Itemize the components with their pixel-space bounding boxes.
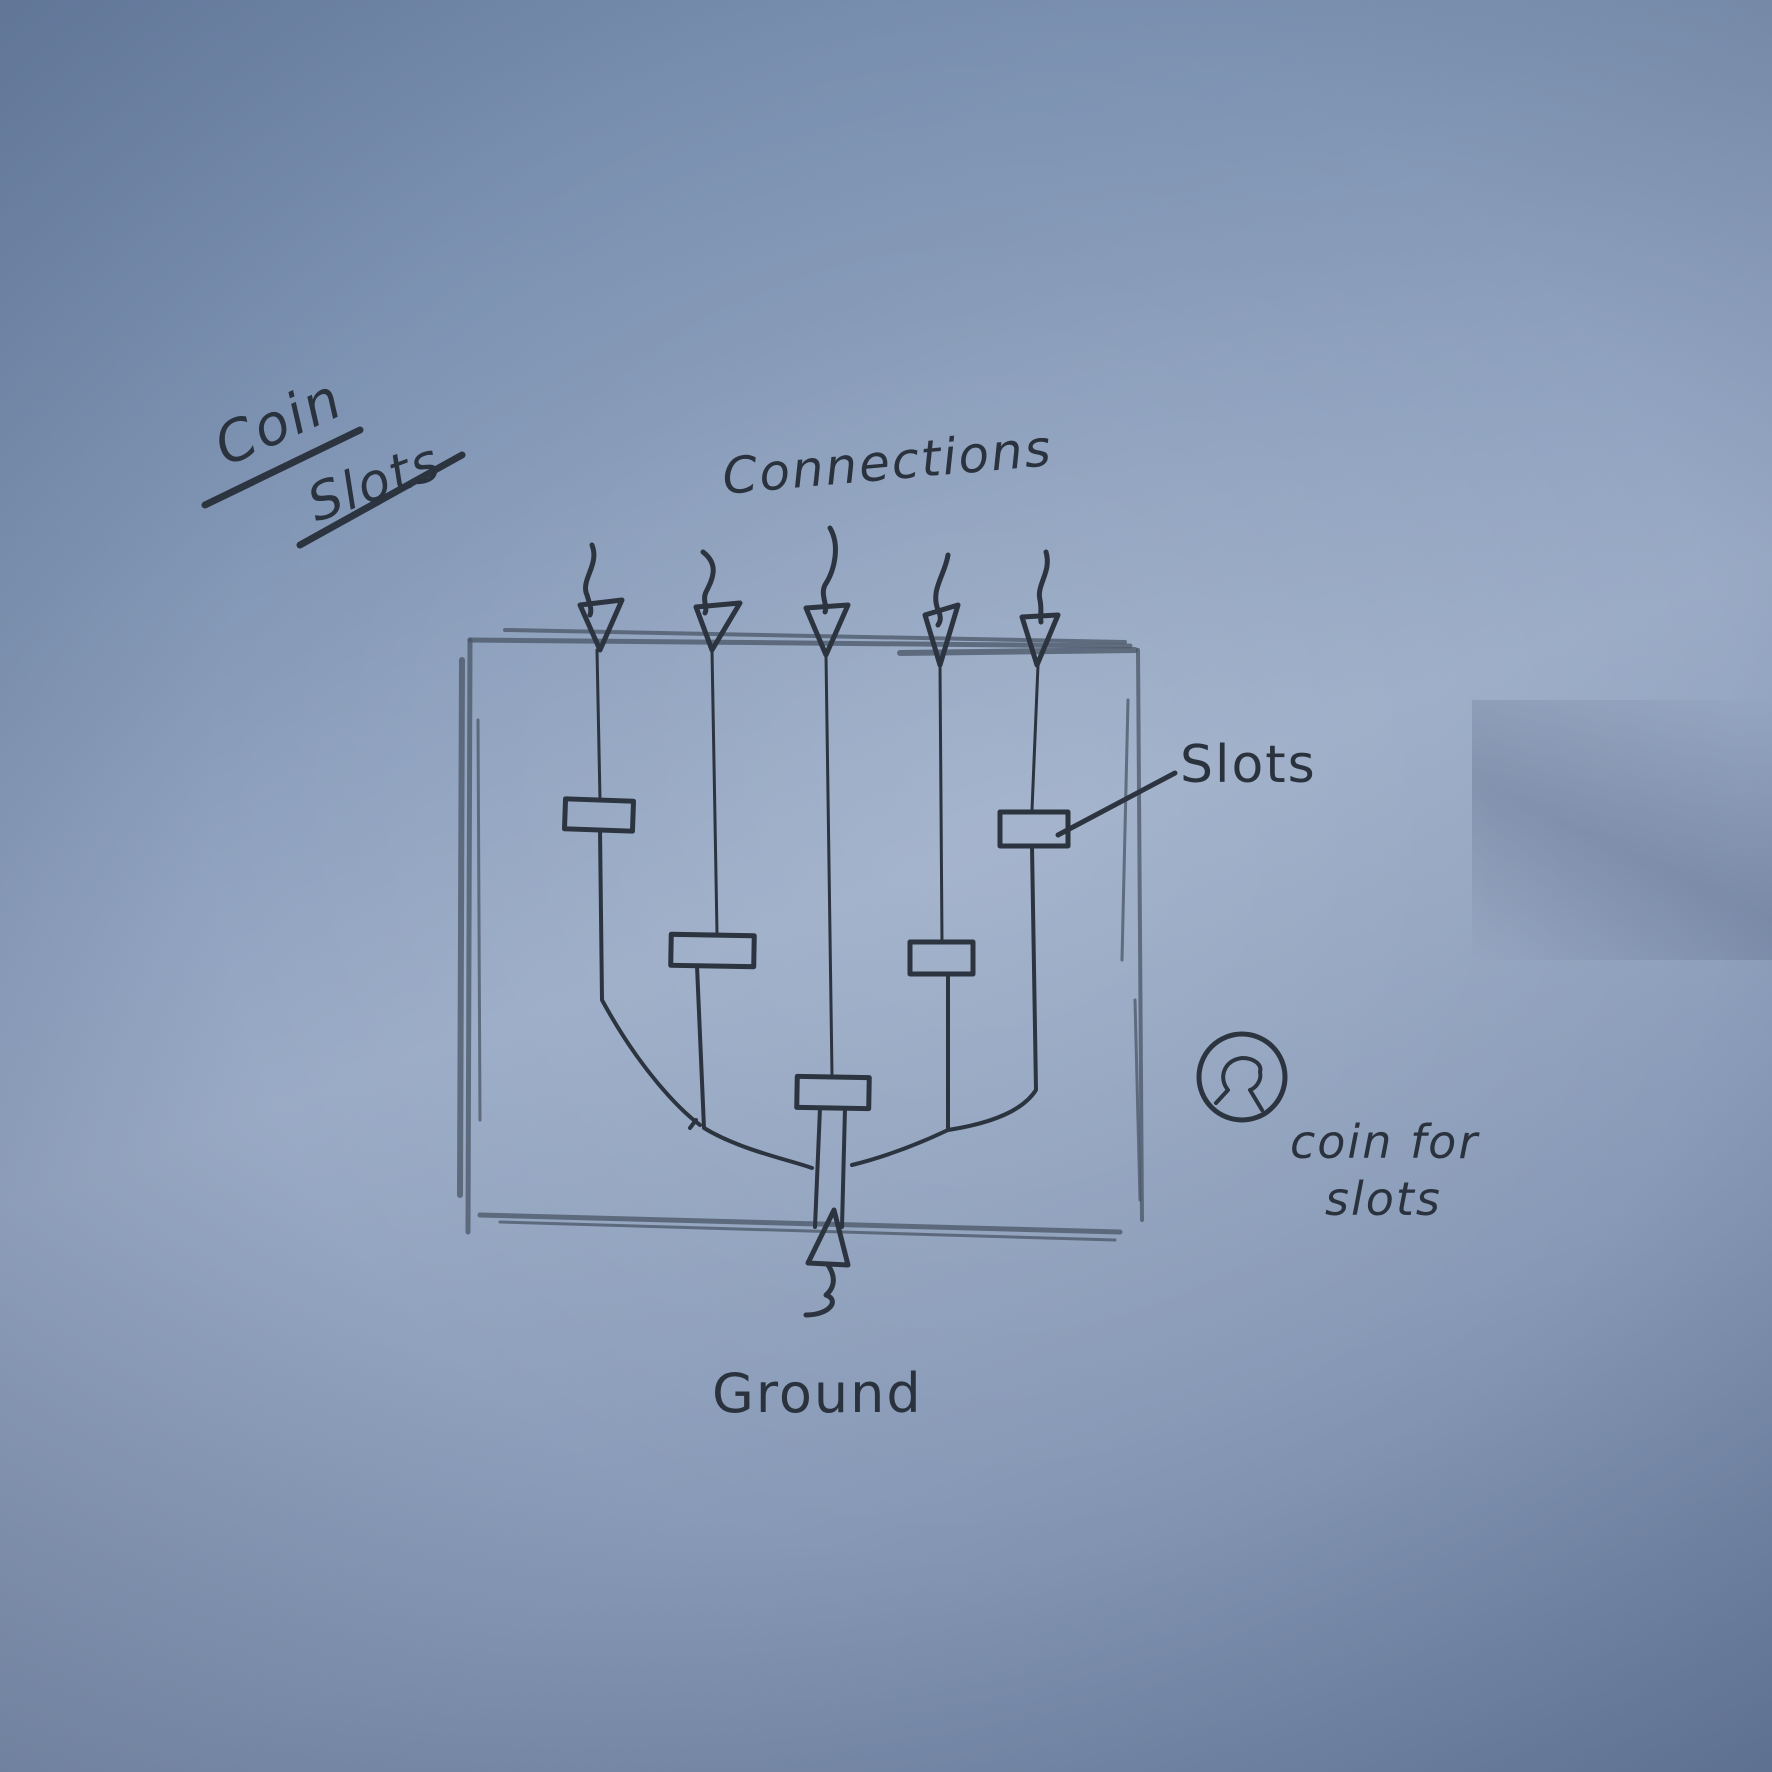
slot-5 <box>997 809 1071 849</box>
ground-wiring <box>598 828 1038 1229</box>
slot-2 <box>668 931 757 970</box>
enclosure-box <box>457 628 1144 1242</box>
coin-icon <box>1196 1031 1288 1123</box>
coin-caption-line1: coin for <box>1290 1115 1480 1169</box>
slots-callout-label: Slots <box>1180 735 1317 795</box>
slot-4 <box>907 939 976 977</box>
lead-wires <box>595 648 1040 1077</box>
ground-label: Ground <box>712 1362 923 1425</box>
title-underlines <box>201 426 466 549</box>
slots-callout-line <box>1055 770 1178 838</box>
slot-1 <box>561 796 637 834</box>
connection-arrows <box>577 525 1061 668</box>
coin-caption-line2: slots <box>1325 1172 1442 1226</box>
slot-3 <box>794 1073 872 1112</box>
ground-arrow <box>803 1207 851 1318</box>
